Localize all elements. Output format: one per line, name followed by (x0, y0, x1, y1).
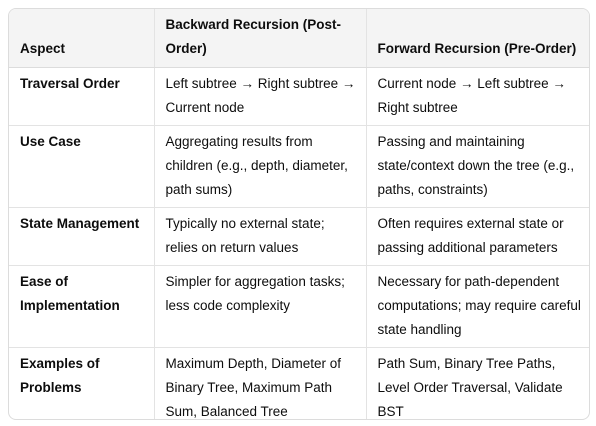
row-forward-cell: Passing and maintaining state/context do… (365, 125, 589, 208)
row-aspect-cell: State Management (9, 207, 154, 266)
table-row: Ease of Implementation Simpler for aggre… (9, 265, 589, 348)
table-row: State Management Typically no external s… (9, 207, 589, 266)
row-forward-cell: Often requires external state or passing… (365, 207, 589, 266)
row-aspect-cell: Use Case (9, 125, 154, 208)
header-forward-recursion: Forward Recursion (Pre-Order) (365, 9, 589, 68)
row-forward-cell: Current node → Left subtree → Right subt… (365, 67, 589, 126)
row-backward-cell: Left subtree → Right subtree → Current n… (153, 67, 366, 126)
row-aspect-cell: Traversal Order (9, 67, 154, 126)
row-aspect-cell: Examples of Problems (20, 356, 100, 395)
row-aspect-cell: Ease of Implementation (9, 265, 154, 348)
table-row: Traversal Order Left subtree → Right sub… (9, 67, 589, 126)
table-row: Use Case Aggregating results from childr… (9, 125, 589, 208)
comparison-table: Aspect Backward Recursion (Post-Order) F… (9, 9, 589, 419)
row-backward-cell: Aggregating results from children (e.g.,… (153, 125, 366, 208)
row-forward-cell: Path Sum, Binary Tree Paths, Level Order… (365, 347, 589, 419)
row-backward-cell: Typically no external state; relies on r… (153, 207, 366, 266)
header-backward-recursion: Backward Recursion (Post-Order) (153, 9, 366, 68)
comparison-table-container: Aspect Backward Recursion (Post-Order) F… (8, 8, 590, 420)
header-aspect: Aspect (9, 9, 154, 68)
row-backward-cell: Simpler for aggregation tasks; less code… (153, 265, 366, 348)
row-forward-cell: Necessary for path-dependent computation… (365, 265, 589, 348)
table-row: Examples of Problems Maximum Depth, Diam… (9, 347, 589, 419)
row-backward-cell: Maximum Depth, Diameter of Binary Tree, … (153, 347, 366, 419)
table-header-row: Aspect Backward Recursion (Post-Order) F… (9, 9, 589, 68)
